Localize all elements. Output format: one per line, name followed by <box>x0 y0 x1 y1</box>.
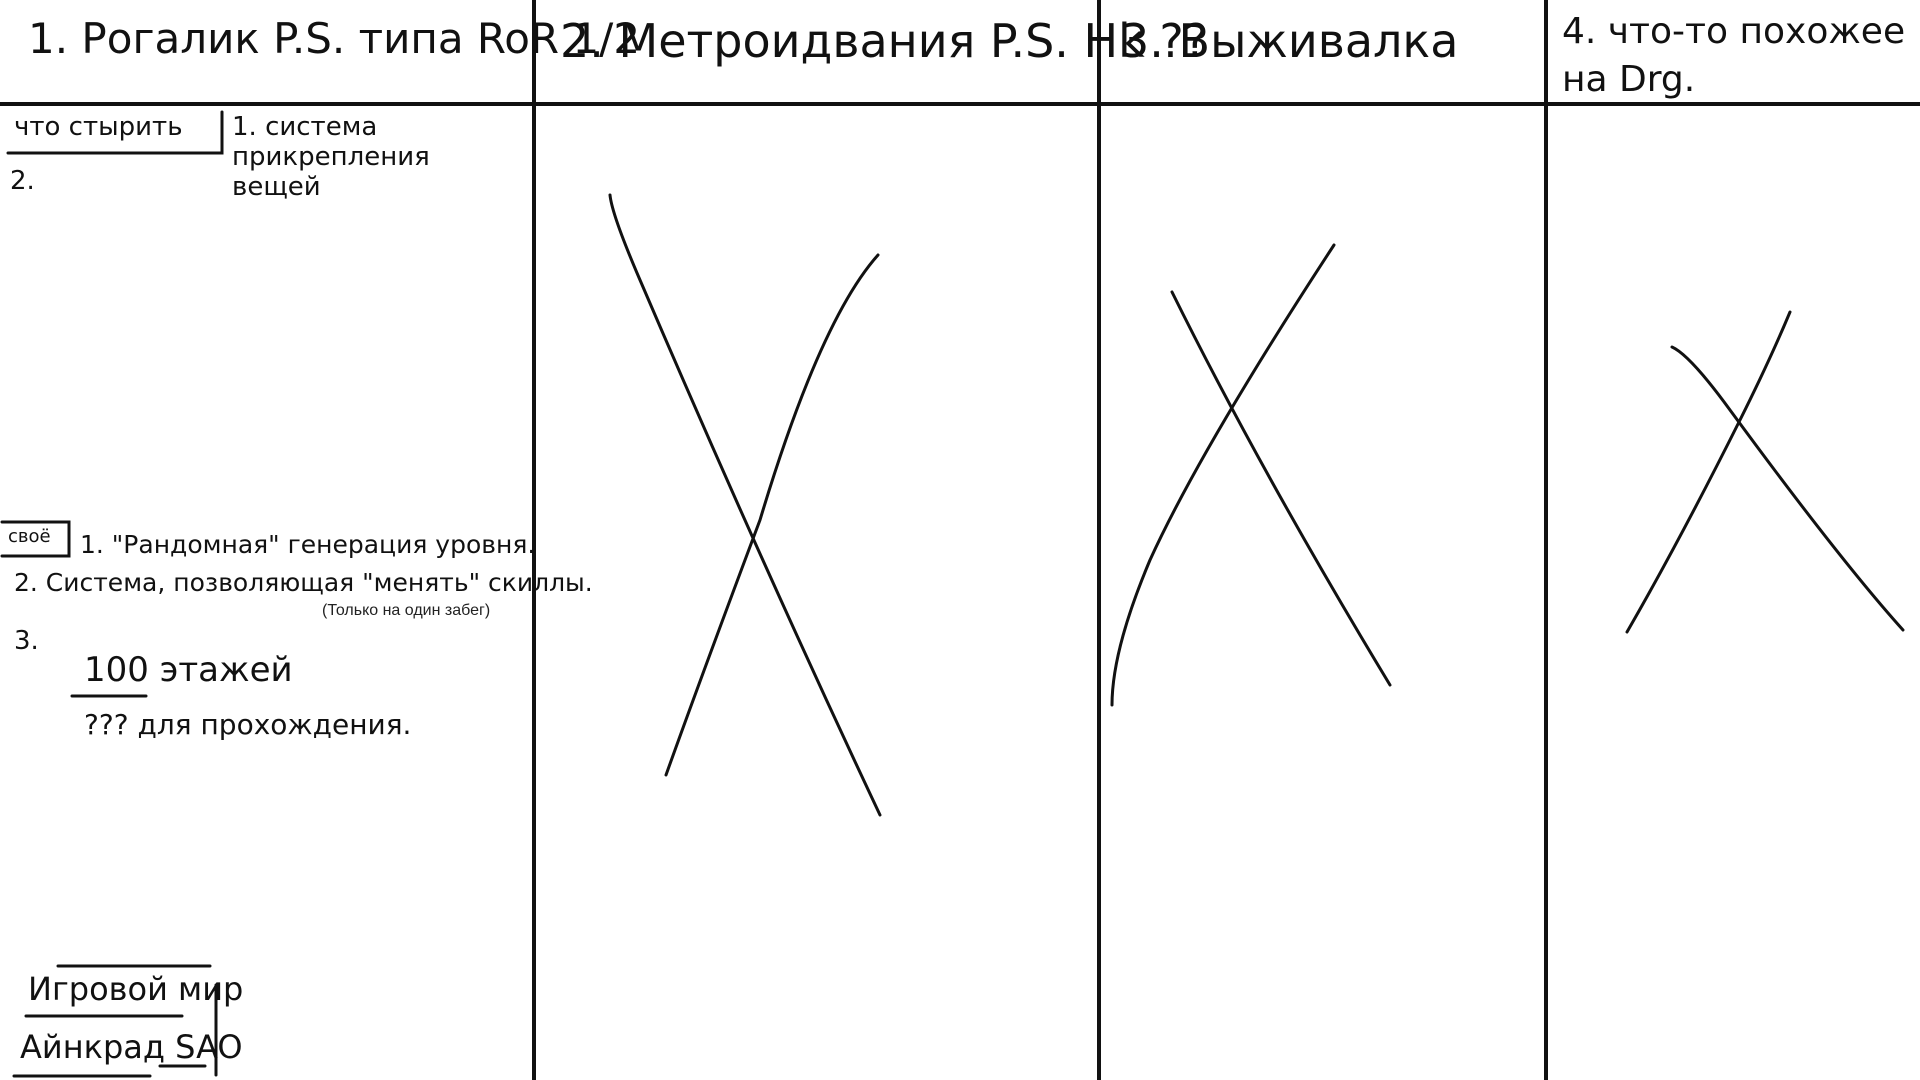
cross-out-col4-a <box>1670 345 1905 632</box>
own-item-3: 3. <box>14 626 39 656</box>
steal-item-1: 1. система прикрепления вещей <box>232 112 430 202</box>
column-title-metroidvania: 2. Метроидвания P.S. Hk ?? <box>560 14 1209 68</box>
steal-label-underline <box>6 110 224 155</box>
skills-note: (Только на один забег) <box>322 602 491 619</box>
world-label: Игровой мир <box>28 970 244 1008</box>
cross-out-col2-b <box>664 253 880 777</box>
floors-count: 100 этажей <box>84 650 293 690</box>
cross-out-col4-b <box>1625 310 1792 634</box>
column-title-roguelike: 1. Рогалик P.S. типа RoR 1/2 <box>28 14 641 63</box>
column-title-survival: 3. Выживалка <box>1120 14 1459 68</box>
world-name: Айнкрад SAO <box>20 1028 243 1066</box>
own-item-1: 1. "Рандомная" генерация уровня. <box>80 530 536 559</box>
own-item-2: 2. Система, позволяющая "менять" скиллы. <box>14 568 593 597</box>
cross-out-col2-a <box>608 193 882 817</box>
column-title-drg-like: 4. что-то похожее на Drg. <box>1562 11 1906 100</box>
floors-goal: ??? для прохождения. <box>84 708 412 741</box>
cross-out-col3-a <box>1170 290 1392 687</box>
steal-item-2: 2. <box>10 166 35 196</box>
steal-label: что стырить <box>14 112 183 142</box>
cross-out-col3-b <box>1110 243 1336 707</box>
own-label: своё <box>8 526 51 547</box>
own-label-box <box>0 520 71 558</box>
